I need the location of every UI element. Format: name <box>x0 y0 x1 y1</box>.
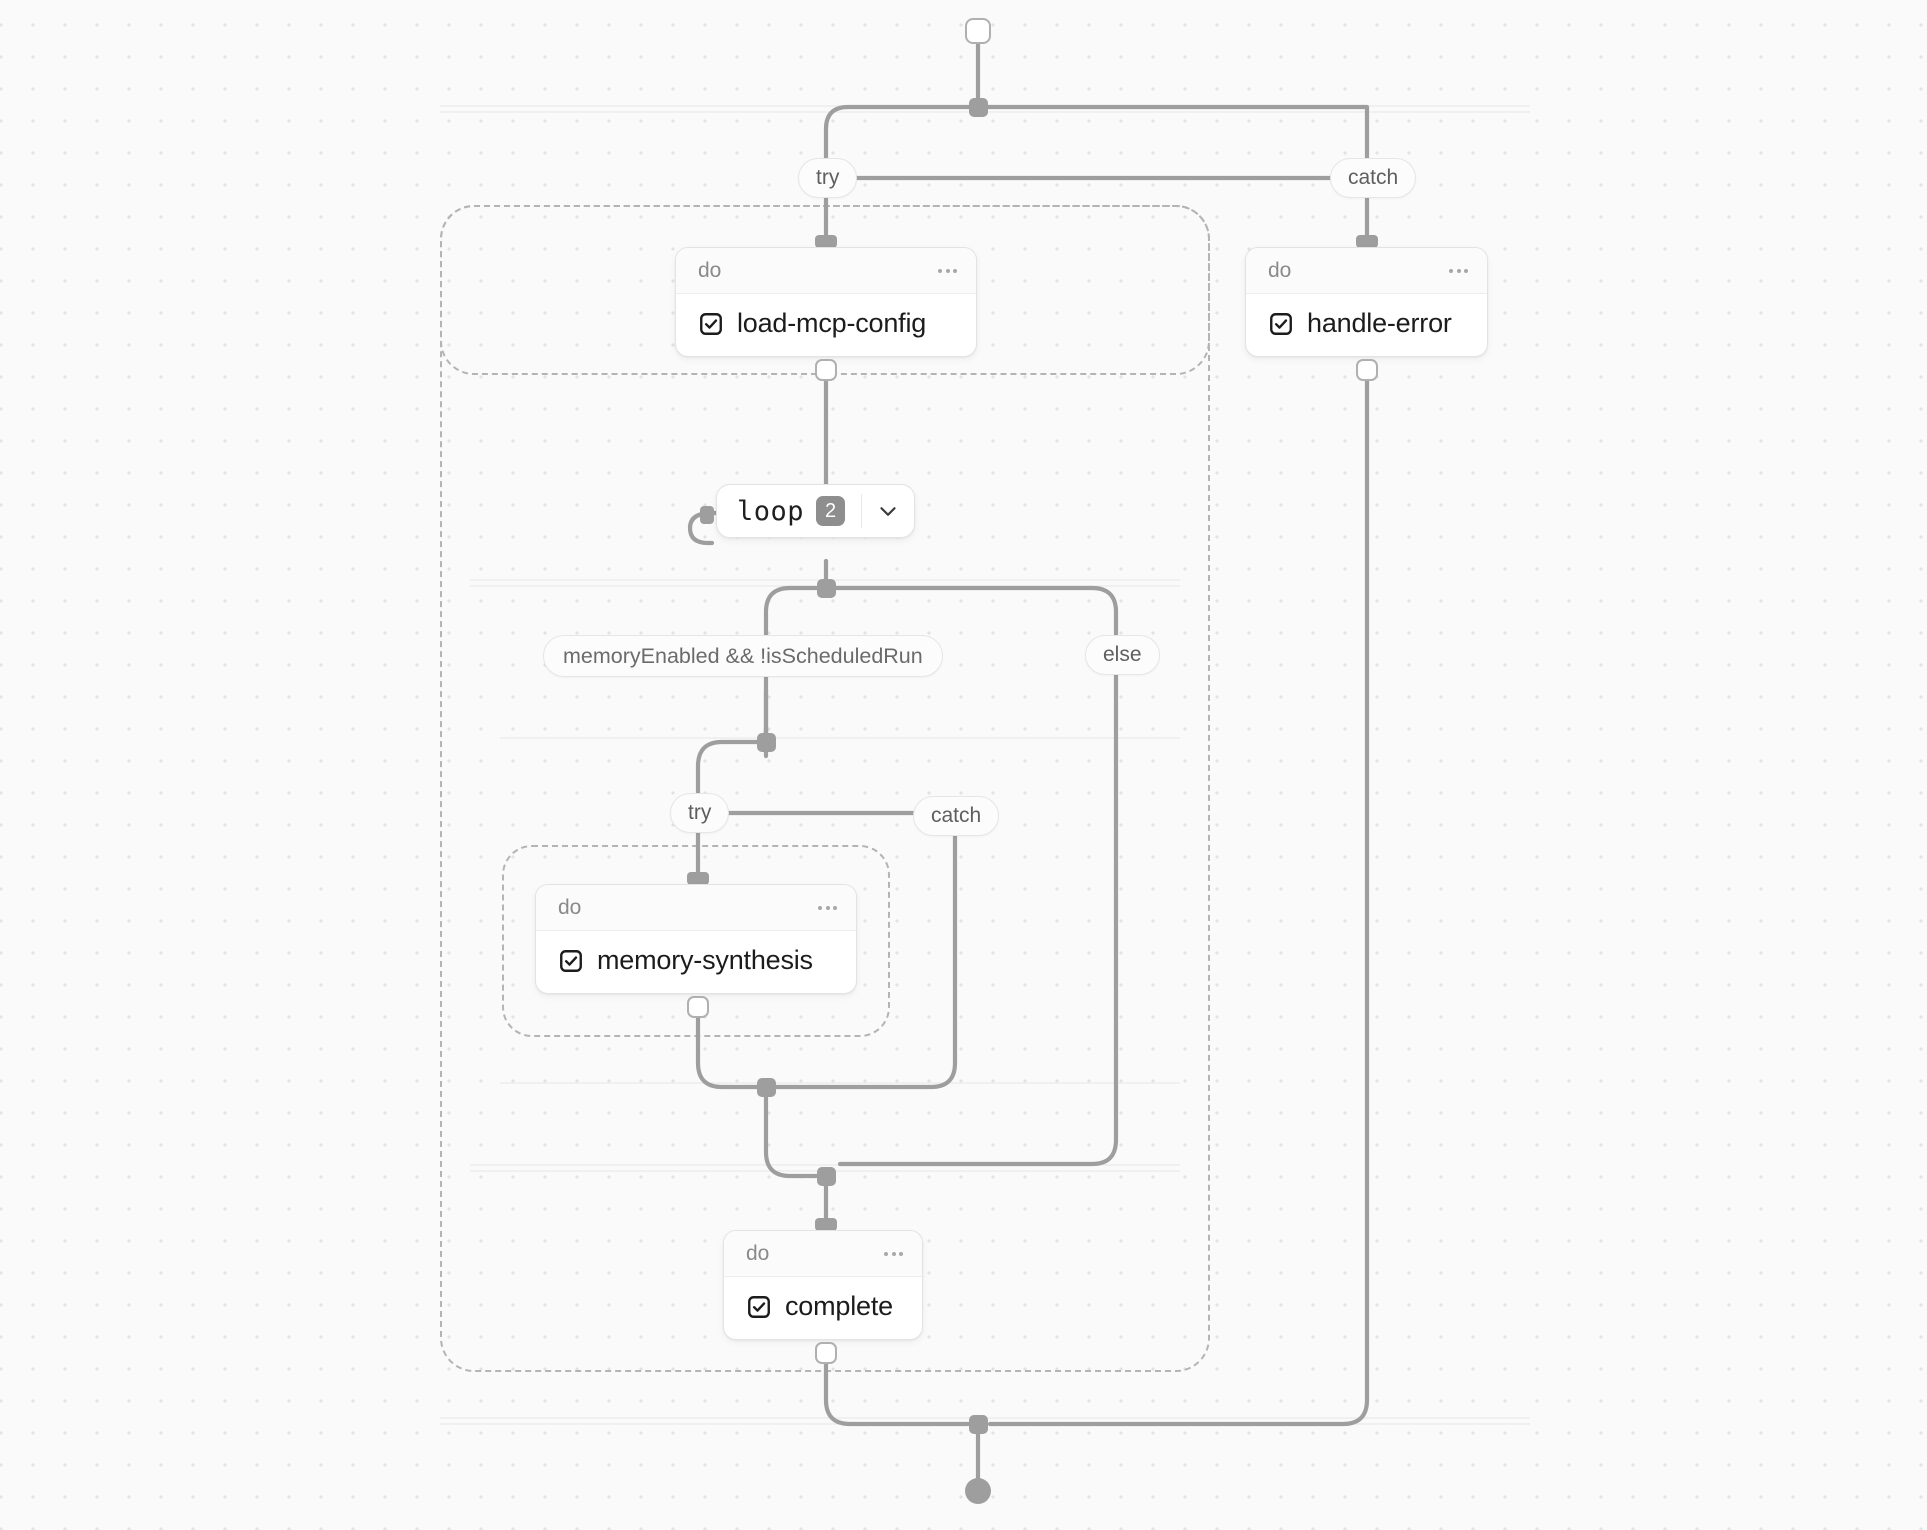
card-title: memory-synthesis <box>597 945 813 975</box>
condition-label: memoryEnabled && !isScheduledRun <box>563 643 923 668</box>
chevron-down-icon <box>880 507 896 516</box>
card-handle-error[interactable]: do handle-error <box>1245 247 1488 358</box>
card-title: load-mcp-config <box>737 308 927 338</box>
ellipsis-icon[interactable] <box>1449 268 1468 273</box>
outer-catch-pill[interactable]: catch <box>1330 158 1417 198</box>
loop-iteration-badge: 2 <box>816 496 846 526</box>
condition-pill[interactable]: memoryEnabled && !isScheduledRun <box>543 635 943 677</box>
inner-try-pill[interactable]: try <box>670 793 730 833</box>
card-header: do <box>676 248 976 294</box>
ellipsis-icon[interactable] <box>884 1251 903 1256</box>
loop-main[interactable]: loop 2 <box>717 485 861 537</box>
outer-catch-label: catch <box>1348 166 1399 189</box>
loop-expand-toggle[interactable] <box>862 485 914 537</box>
card-body: load-mcp-config <box>676 294 976 356</box>
load-mcp-config-output-handle[interactable] <box>815 359 837 381</box>
ellipsis-icon[interactable] <box>938 268 957 273</box>
card-body: memory-synthesis <box>536 931 856 993</box>
card-header-label: do <box>698 259 722 282</box>
card-header: do <box>536 885 856 931</box>
outer-merge-junction[interactable] <box>817 1167 836 1186</box>
complete-input-handle[interactable] <box>815 1218 837 1231</box>
branch-junction-loop[interactable] <box>817 579 836 598</box>
start-node[interactable] <box>965 18 991 44</box>
memory-synthesis-output-handle[interactable] <box>687 996 709 1018</box>
inner-catch-label: catch <box>931 804 982 827</box>
card-header-label: do <box>1268 259 1292 282</box>
loop-node[interactable]: loop 2 <box>716 484 916 538</box>
inner-try-label: try <box>688 801 712 824</box>
card-header: do <box>724 1231 922 1277</box>
start-junction[interactable] <box>969 98 988 117</box>
checkbox-checked-icon <box>700 312 722 335</box>
card-title: handle-error <box>1307 308 1452 338</box>
card-header-label: do <box>558 896 582 919</box>
complete-output-handle[interactable] <box>815 1342 837 1364</box>
card-body: complete <box>724 1277 922 1339</box>
outer-try-pill[interactable]: try <box>798 158 858 198</box>
condition-junction[interactable] <box>757 733 776 752</box>
handle-error-output-handle[interactable] <box>1356 359 1378 381</box>
card-complete[interactable]: do complete <box>723 1230 923 1341</box>
checkbox-checked-icon <box>560 949 582 972</box>
card-title: complete <box>785 1291 893 1321</box>
card-header: do <box>1246 248 1487 294</box>
checkbox-checked-icon <box>1270 312 1292 335</box>
card-header-label: do <box>746 1242 770 1265</box>
card-body: handle-error <box>1246 294 1487 356</box>
inner-merge-junction[interactable] <box>757 1078 776 1097</box>
memory-synthesis-input-handle[interactable] <box>687 872 709 885</box>
loop-label: loop <box>737 495 805 527</box>
card-memory-synthesis[interactable]: do memory-synthesis <box>535 884 857 995</box>
inner-catch-pill[interactable]: catch <box>913 796 1000 836</box>
else-label: else <box>1103 643 1142 666</box>
else-pill[interactable]: else <box>1085 635 1160 675</box>
outer-try-label: try <box>816 166 840 189</box>
end-node[interactable] <box>965 1478 991 1504</box>
handle-error-input-handle[interactable] <box>1356 235 1378 248</box>
load-mcp-config-input-handle[interactable] <box>815 235 837 248</box>
loop-divider <box>861 494 863 528</box>
ellipsis-icon[interactable] <box>818 905 837 910</box>
loop-input-handle[interactable] <box>700 506 714 524</box>
final-junction[interactable] <box>969 1415 988 1434</box>
checkbox-checked-icon <box>748 1295 770 1318</box>
card-load-mcp-config[interactable]: do load-mcp-config <box>675 247 977 358</box>
